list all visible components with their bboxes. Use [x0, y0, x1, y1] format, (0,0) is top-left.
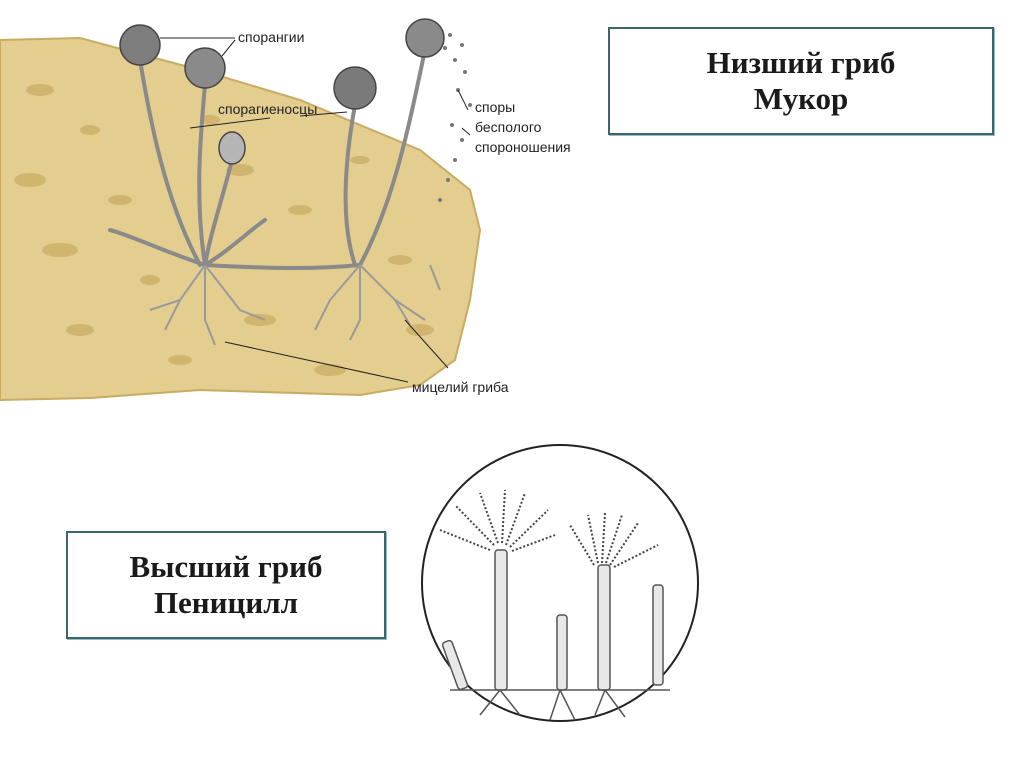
label-sporangiophores: спорагиеносцы	[218, 101, 317, 117]
label-sporangia: спорангии	[238, 29, 304, 45]
penicill-title-line2: Пеницилл	[154, 585, 298, 621]
label-spores-line3: спороношения	[475, 139, 571, 155]
penicill-title-box: Высший гриб Пеницилл	[66, 531, 386, 639]
penicillium-illustration	[410, 435, 710, 735]
label-mycelium: мицелий гриба	[412, 379, 509, 395]
mucor-title-box: Низший гриб Мукор	[608, 27, 994, 135]
mucor-title-line2: Мукор	[754, 81, 849, 117]
label-spores-line1: споры	[475, 99, 515, 115]
label-spores-line2: бесполого	[475, 119, 542, 135]
mucor-illustration: спорангии спорагиеносцы споры бесполого …	[0, 0, 600, 410]
mucor-title-line1: Низший гриб	[707, 45, 896, 81]
penicill-title-line1: Высший гриб	[130, 549, 323, 585]
